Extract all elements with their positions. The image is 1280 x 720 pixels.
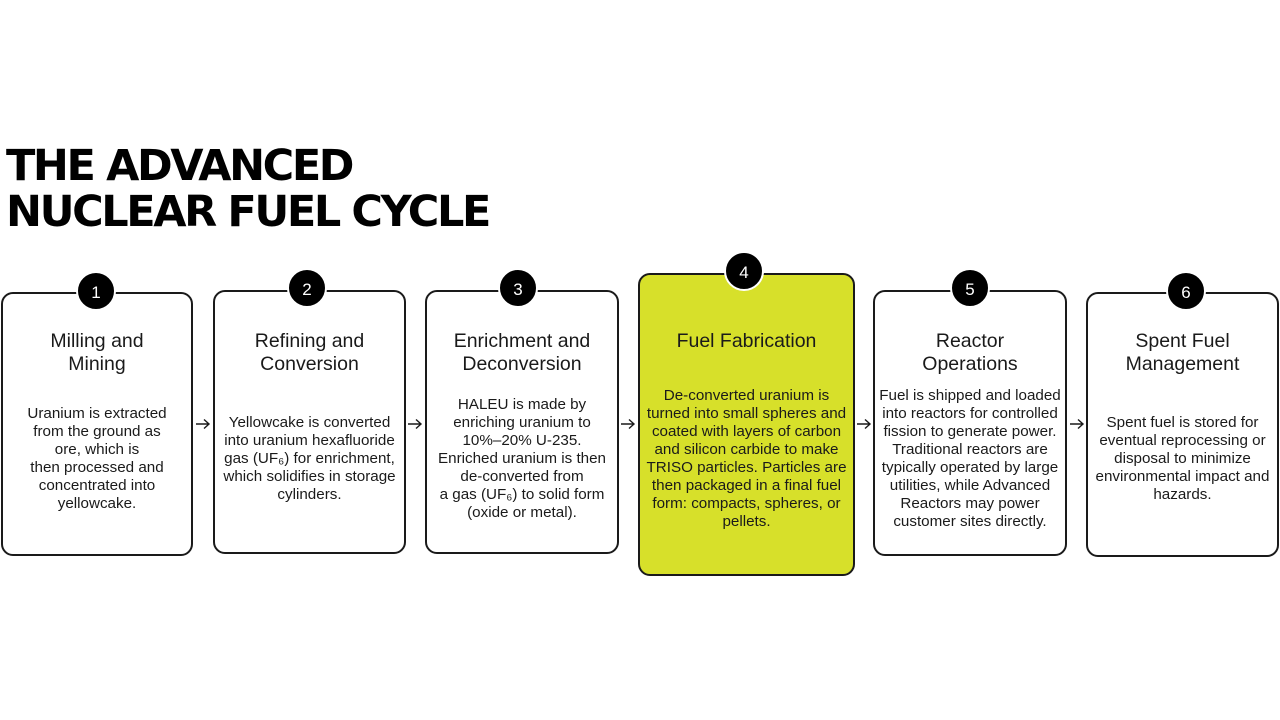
step-title: Spent Fuel Management (1125, 330, 1240, 375)
step-number-badge-1: 1 (76, 271, 116, 311)
step-card-reactor-operations: Reactor Operations Fuel is shipped and l… (873, 290, 1067, 556)
page-title-line-2: NUCLEAR FUEL CYCLE (6, 187, 491, 237)
arrow-right-icon (620, 418, 636, 430)
step-number-badge-4: 4 (724, 251, 764, 291)
step-card-spent-fuel-management: Spent Fuel Management Spent fuel is stor… (1086, 292, 1279, 557)
arrow-right-icon (856, 418, 872, 430)
page-title-line-1: THE ADVANCED (6, 141, 354, 191)
step-title: Milling and Mining (50, 330, 144, 375)
step-card-refining-conversion: Refining and Conversion Yellowcake is co… (213, 290, 406, 554)
step-title: Fuel Fabrication (676, 330, 817, 352)
step-number-badge-2: 2 (287, 268, 327, 308)
step-description: Yellowcake is converted into uranium hex… (223, 414, 396, 503)
step-description: HALEU is made by enriching uranium to 10… (438, 396, 606, 521)
step-card-enrichment-deconversion: Enrichment and Deconversion HALEU is mad… (425, 290, 619, 554)
step-title: Reactor Operations (922, 330, 1018, 375)
step-card-milling-mining: Milling and Mining Uranium is extracted … (1, 292, 193, 556)
step-description: Fuel is shipped and loaded into reactors… (879, 387, 1061, 530)
step-title: Enrichment and Deconversion (453, 330, 591, 375)
step-number-badge-5: 5 (950, 268, 990, 308)
step-description: Spent fuel is stored for eventual reproc… (1095, 414, 1270, 503)
step-card-fuel-fabrication: Fuel Fabrication De-converted uranium is… (638, 273, 855, 576)
step-number-badge-6: 6 (1166, 271, 1206, 311)
arrow-right-icon (195, 418, 211, 430)
step-number-badge-3: 3 (498, 268, 538, 308)
arrow-right-icon (1069, 418, 1085, 430)
arrow-right-icon (407, 418, 423, 430)
step-description: De-converted uranium is turned into smal… (646, 387, 847, 530)
step-description: Uranium is extracted from the ground as … (27, 405, 167, 512)
step-title: Refining and Conversion (254, 330, 365, 375)
page-title: THE ADVANCED NUCLEAR FUEL CYCLE (6, 141, 491, 237)
